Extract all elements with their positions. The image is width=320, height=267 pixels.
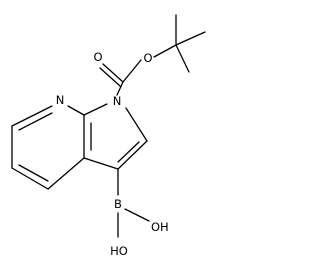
chemical-structure: O O N N B OH HO: [11, 14, 206, 258]
atom-oxygen-ester: O: [143, 51, 152, 65]
bond-c7a-n7: [67, 105, 85, 116]
bond-carbonyl-double-a: [102, 63, 124, 83]
bond-c5-c4-inner: [18, 164, 49, 182]
bond-tbu-methyl-right: [175, 31, 206, 46]
atom-nitrogen-pyridine: N: [56, 93, 65, 107]
bond-n1-c2: [125, 107, 148, 142]
atom-labels: O O N N B OH HO: [56, 50, 169, 258]
bond-tbu-ester-oxygen: [153, 44, 177, 58]
bond-tbu-methyl-bottom: [175, 44, 190, 73]
atom-oxygen-carbonyl: O: [93, 50, 102, 64]
atom-hydroxyl-right: OH: [151, 220, 169, 234]
bond-c5-c4: [11, 167, 49, 190]
bond-carbonyl-double-b: [99, 67, 121, 87]
bond-n7-c6: [11, 105, 53, 127]
bonds: [11, 14, 206, 238]
bond-c7a-n1: [83, 103, 108, 116]
bond-c4-c3a: [47, 157, 85, 190]
bond-c2-c3: [117, 140, 148, 170]
bond-c2-c3-inner: [117, 141, 140, 163]
bond-n7-c6-inner: [18, 112, 53, 131]
bond-boron-oh-right: [124, 208, 150, 222]
atom-boron: B: [114, 197, 122, 211]
bond-c3-c3a: [83, 157, 119, 170]
bond-carbonyl-n1: [116, 81, 124, 96]
atom-nitrogen-pyrrole: N: [113, 94, 122, 108]
atom-hydroxyl-bottom: HO: [110, 244, 128, 258]
bond-ester-oxygen-carbonyl: [122, 59, 142, 83]
